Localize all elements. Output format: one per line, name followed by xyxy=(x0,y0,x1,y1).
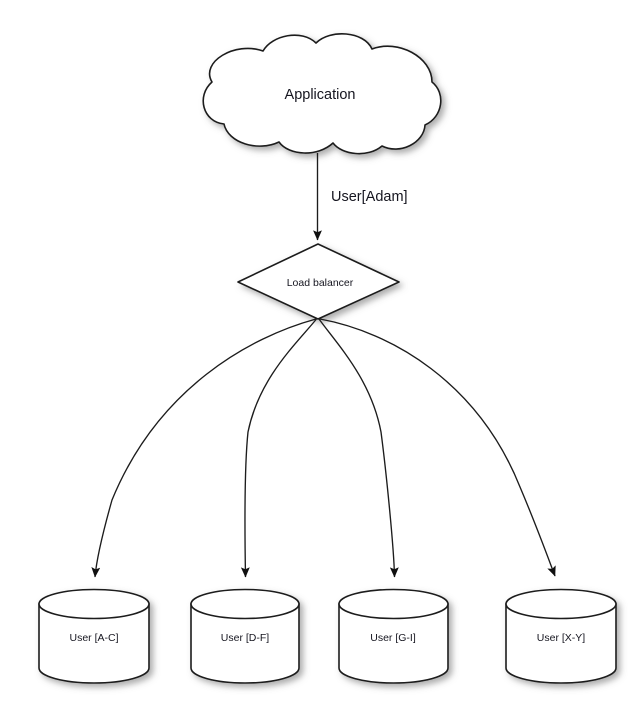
cylinder-body-1 xyxy=(190,603,300,684)
node-load-balancer[interactable] xyxy=(237,243,400,320)
cylinder-top-0 xyxy=(38,588,150,620)
edge-load-balancer-to-shard-3 xyxy=(319,318,556,577)
cloud-shape xyxy=(202,33,442,155)
shard-label-2: User [G-I] xyxy=(370,632,416,644)
cylinder-body-0 xyxy=(38,603,150,684)
node-shard-3[interactable] xyxy=(505,588,617,684)
shard-label-1: User [D-F] xyxy=(221,632,269,644)
edge-load-balancer-to-shard-0 xyxy=(91,318,317,578)
node-shard-1[interactable] xyxy=(190,588,300,684)
cylinder-body-2 xyxy=(338,603,449,684)
cylinder-top-2 xyxy=(338,588,449,620)
edge-load-balancer-to-shard-2 xyxy=(318,318,399,578)
diamond-shape xyxy=(237,243,400,320)
edge-label-user-adam: User[Adam] xyxy=(331,189,408,205)
node-shard-2[interactable] xyxy=(338,588,449,684)
shard-label-3: User [X-Y] xyxy=(537,632,586,644)
shard-label-0: User [A-C] xyxy=(69,632,118,644)
cylinder-top-1 xyxy=(190,588,300,620)
edge-load-balancer-to-shard-1 xyxy=(240,318,318,578)
node-application[interactable] xyxy=(202,33,442,155)
node-shard-0[interactable] xyxy=(38,588,150,684)
load-balancer-label: Load balancer xyxy=(287,277,354,289)
application-label: Application xyxy=(285,87,356,103)
cylinder-top-3 xyxy=(505,588,617,620)
cylinder-body-3 xyxy=(505,603,617,684)
